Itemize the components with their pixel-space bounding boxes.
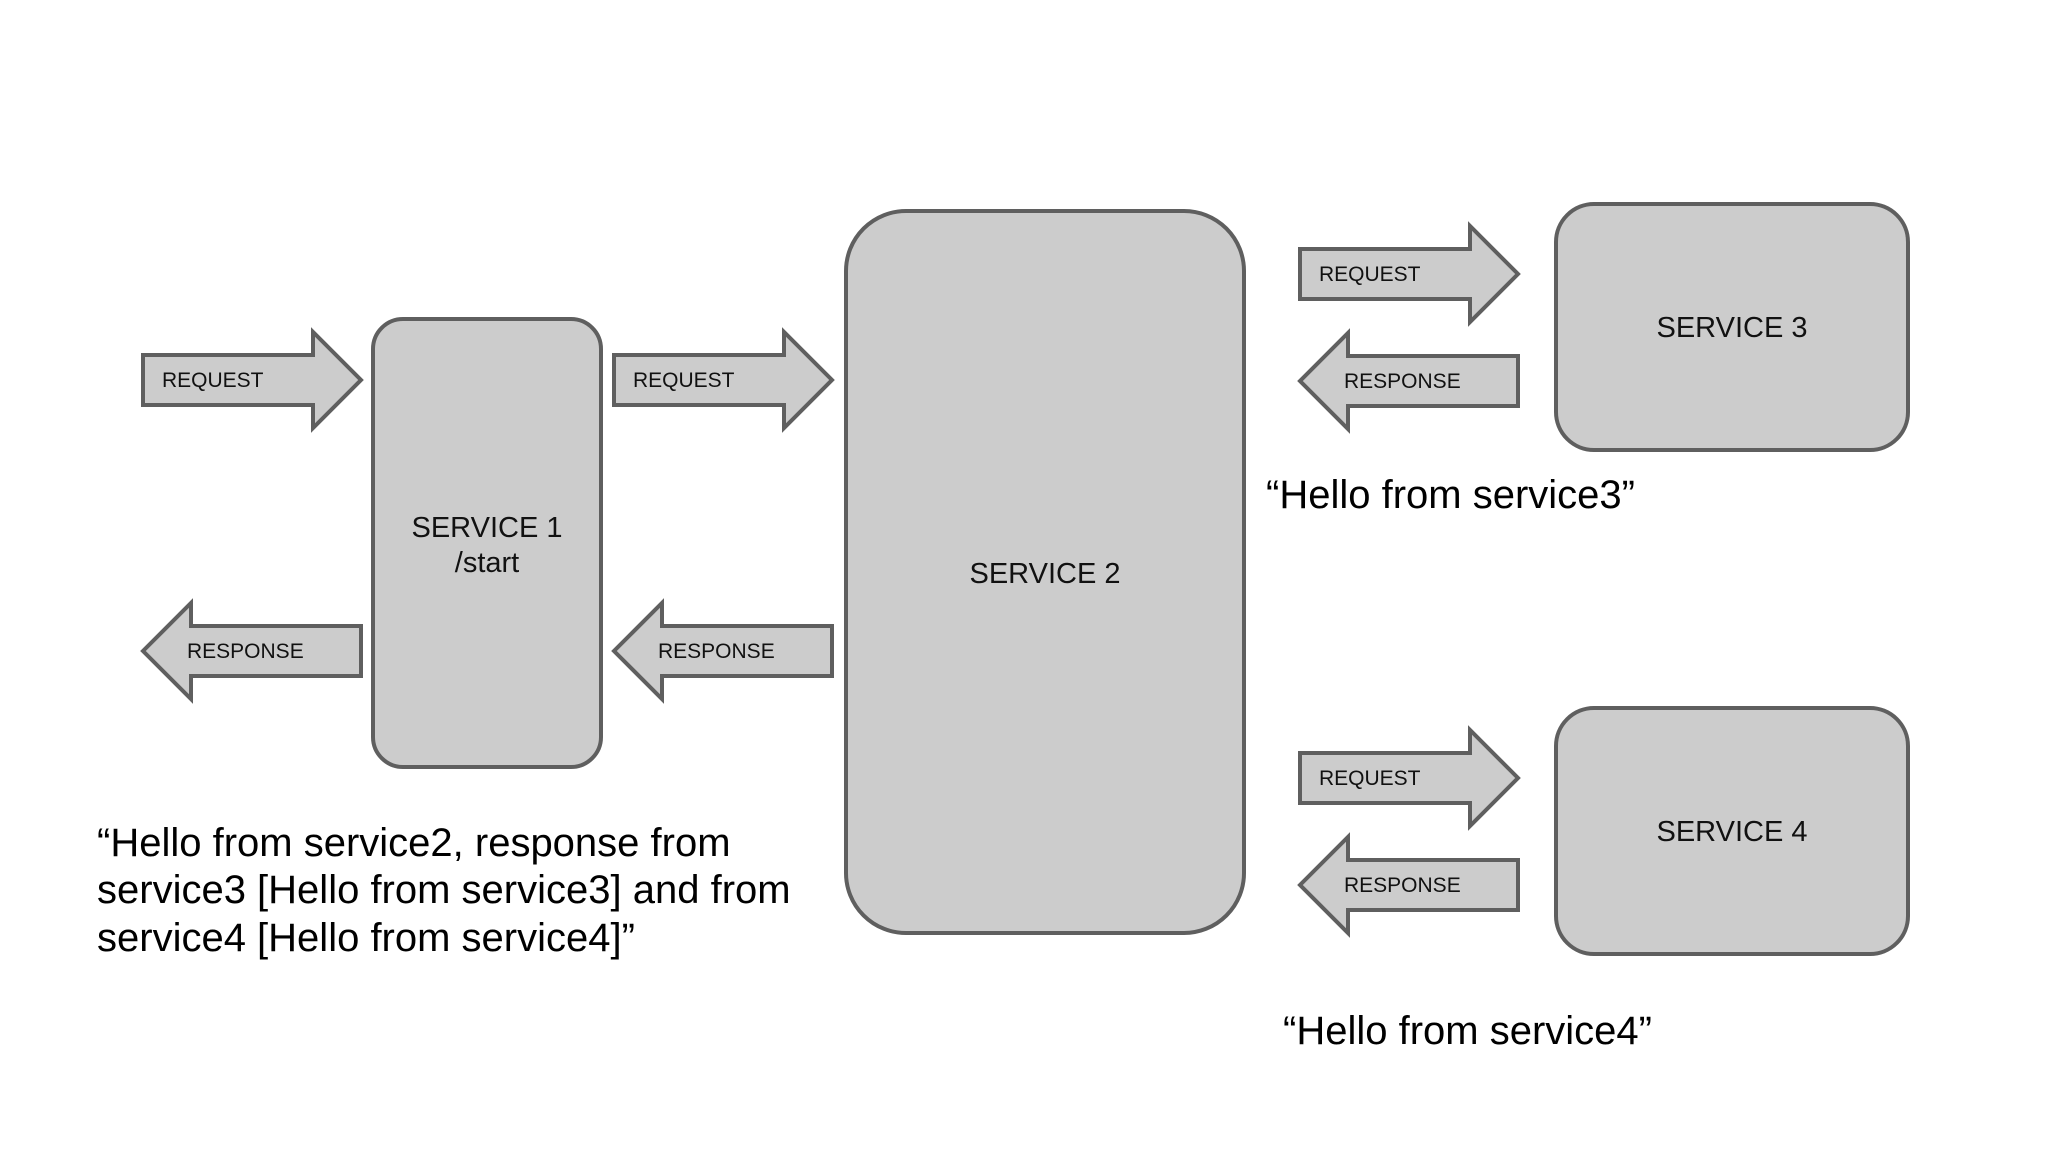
request-label: REQUEST (162, 369, 264, 392)
service4-response-note: “Hello from service4” (1283, 1009, 1652, 1053)
request-label: REQUEST (1319, 767, 1421, 790)
service-2-title: SERVICE 2 (970, 558, 1121, 590)
response-arrow-service2-to-service1: RESPONSE (611, 598, 834, 704)
request-arrow-service1-to-service2: REQUEST (612, 327, 835, 433)
service3-response-note: “Hello from service3” (1266, 473, 1635, 517)
service-3-title: SERVICE 3 (1657, 312, 1808, 344)
response-label: RESPONSE (187, 640, 304, 663)
service-1-subtitle: /start (455, 547, 519, 579)
service-4-title: SERVICE 4 (1657, 816, 1808, 848)
request-arrow-client-to-service1: REQUEST (141, 327, 364, 433)
response-arrow-service1-to-client: RESPONSE (140, 598, 363, 704)
note-line-1: “Hello from service2, response from (97, 821, 731, 865)
service1-response-note: “Hello from service2, response from serv… (97, 821, 791, 960)
response-label: RESPONSE (1344, 370, 1461, 393)
request-arrow-service2-to-service4: REQUEST (1298, 725, 1521, 831)
response-label: RESPONSE (658, 640, 775, 663)
note-line-2: service3 [Hello from service3] and from (97, 868, 791, 912)
service-4-box: SERVICE 4 (1554, 706, 1910, 956)
request-label: REQUEST (1319, 263, 1421, 286)
service-3-box: SERVICE 3 (1554, 202, 1910, 452)
note-line-3: service4 [Hello from service4]” (97, 916, 635, 960)
response-arrow-service3-to-service2: RESPONSE (1297, 328, 1520, 434)
response-arrow-service4-to-service2: RESPONSE (1297, 832, 1520, 938)
service-1-title: SERVICE 1 (412, 512, 563, 544)
request-label: REQUEST (633, 369, 735, 392)
service-2-box: SERVICE 2 (844, 209, 1246, 935)
response-label: RESPONSE (1344, 874, 1461, 897)
request-arrow-service2-to-service3: REQUEST (1298, 221, 1521, 327)
service-1-box: SERVICE 1 /start (371, 317, 603, 769)
